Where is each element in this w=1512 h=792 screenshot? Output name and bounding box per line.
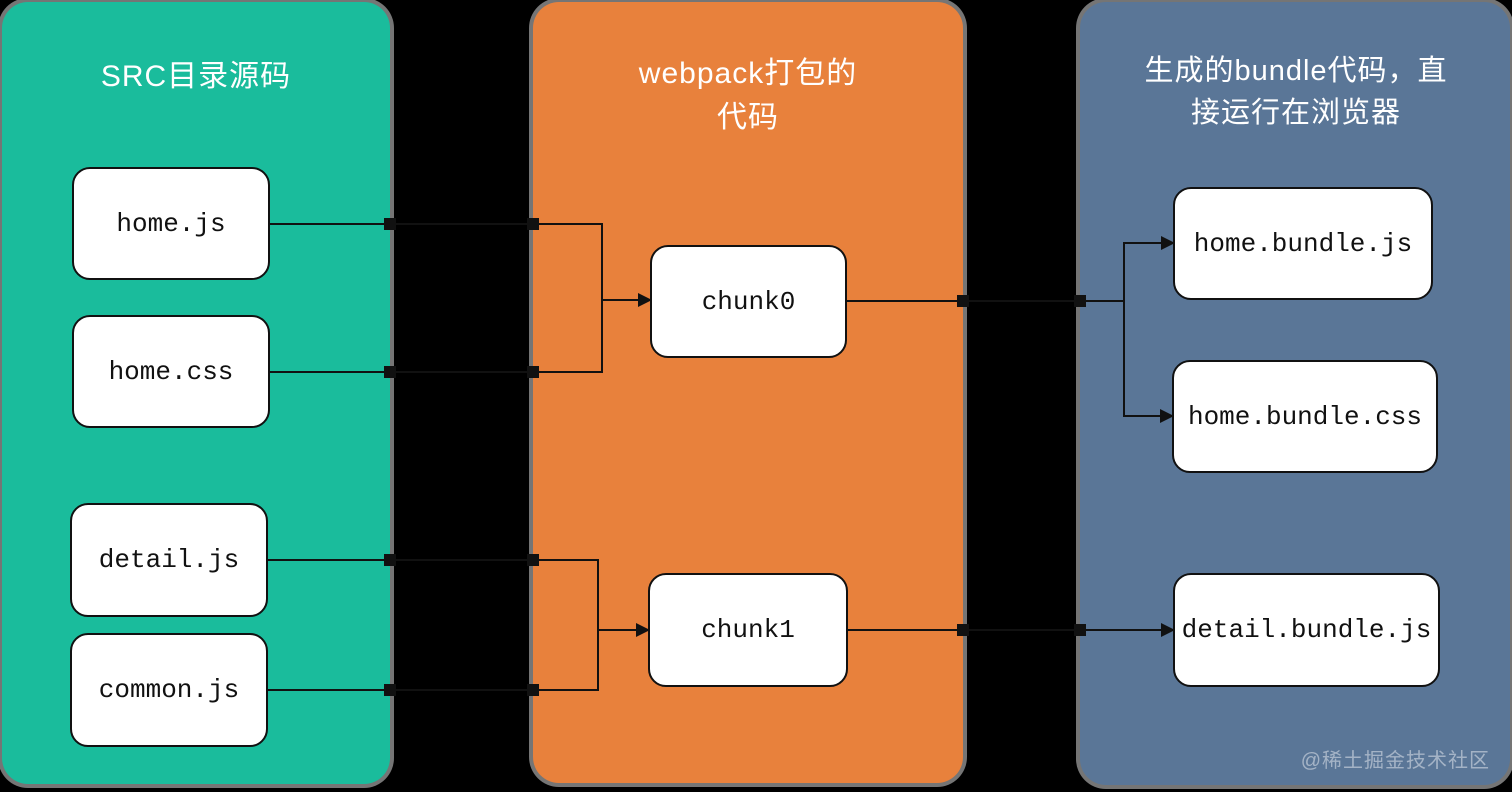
port bbox=[527, 218, 539, 230]
port bbox=[527, 366, 539, 378]
port bbox=[957, 624, 969, 636]
node-home-bundle-js: home.bundle.js bbox=[1173, 187, 1433, 300]
node-detail-js: detail.js bbox=[70, 503, 268, 617]
node-home-css: home.css bbox=[72, 315, 270, 428]
port bbox=[384, 554, 396, 566]
port bbox=[957, 295, 969, 307]
node-detail-bundle-js: detail.bundle.js bbox=[1173, 573, 1440, 687]
webpack-column-title: webpack打包的代码 bbox=[638, 57, 858, 134]
arrowhead-home-bundle-js bbox=[1161, 236, 1175, 250]
watermark-text: @稀土掘金技术社区 bbox=[1300, 750, 1490, 772]
arrowhead-chunk1 bbox=[636, 623, 650, 637]
port bbox=[527, 554, 539, 566]
node-home-bundle-css: home.bundle.css bbox=[1172, 360, 1438, 473]
arrowhead-chunk0 bbox=[638, 293, 652, 307]
edge-lines bbox=[268, 223, 1163, 691]
node-home-js: home.js bbox=[72, 167, 270, 280]
port bbox=[527, 684, 539, 696]
node-chunk0: chunk0 bbox=[650, 245, 847, 358]
arrowheads bbox=[636, 236, 1175, 637]
bundle-column-title: 生成的bundle代码，直接运行在浏览器 bbox=[1144, 55, 1448, 130]
port bbox=[384, 366, 396, 378]
port bbox=[1074, 295, 1086, 307]
port bbox=[1074, 624, 1086, 636]
connector-ports bbox=[384, 218, 1086, 696]
arrowhead-detail-bundle-js bbox=[1161, 623, 1175, 637]
node-common-js: common.js bbox=[70, 633, 268, 747]
src-column-title: SRC目录源码 bbox=[100, 60, 292, 93]
arrowhead-home-bundle-css bbox=[1160, 409, 1174, 423]
port bbox=[384, 218, 396, 230]
node-chunk1: chunk1 bbox=[648, 573, 848, 687]
port bbox=[384, 684, 396, 696]
